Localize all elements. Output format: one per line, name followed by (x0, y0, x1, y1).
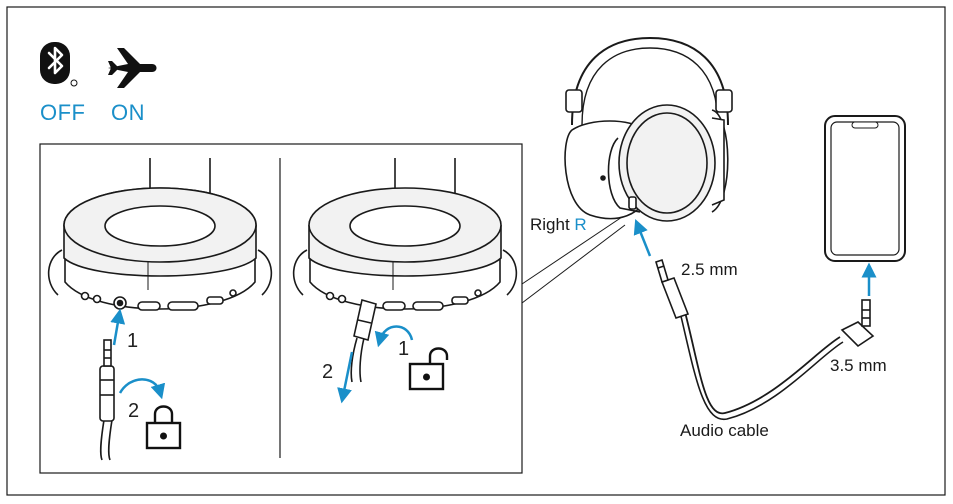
bluetooth-icon (40, 42, 78, 87)
connect-step-1-label: 1 (127, 330, 139, 352)
callout-line-bottom (521, 224, 626, 304)
airplane-mode-status-label: ON (111, 100, 145, 125)
plug-3-5-mm-label: 3.5 mm (830, 356, 887, 375)
plug-2-5-mm (655, 258, 690, 319)
panel-disconnect-pull-arrow (337, 351, 354, 404)
bluetooth-status-label: OFF (40, 100, 86, 125)
disconnect-step-2-label: 2 (322, 361, 334, 383)
panel-disconnect-earcup (292, 158, 518, 311)
callout-line-top (521, 214, 626, 285)
right-side-word: Right (530, 215, 570, 234)
panel-connect-insert-arrow (110, 308, 126, 346)
connect-step-2-label: 2 (128, 400, 140, 422)
panel-disconnect-cable (350, 298, 377, 383)
panel-connect-earcup (47, 158, 273, 311)
right-side-letter: R (574, 215, 587, 234)
lock-closed-icon (145, 405, 182, 450)
audio-cable (679, 311, 844, 420)
panel-connect-cable (99, 339, 115, 461)
panel-connect-rotate-arrow (118, 378, 166, 400)
plug-2-5-mm-label: 2.5 mm (681, 260, 738, 279)
audio-cable-label: Audio cable (680, 421, 769, 440)
plug-3-5-mm (840, 299, 875, 348)
plug-2-5-arrow (633, 219, 652, 257)
smartphone-illustration (824, 115, 906, 262)
right-side-label: Right R (530, 215, 587, 235)
airplane-icon (108, 48, 157, 88)
outer-frame (6, 6, 946, 496)
lock-open-icon (408, 347, 449, 391)
headphones-illustration (564, 36, 733, 222)
disconnect-step-1-label: 1 (398, 338, 410, 360)
panel-disconnect-rotate-arrow (374, 325, 414, 348)
